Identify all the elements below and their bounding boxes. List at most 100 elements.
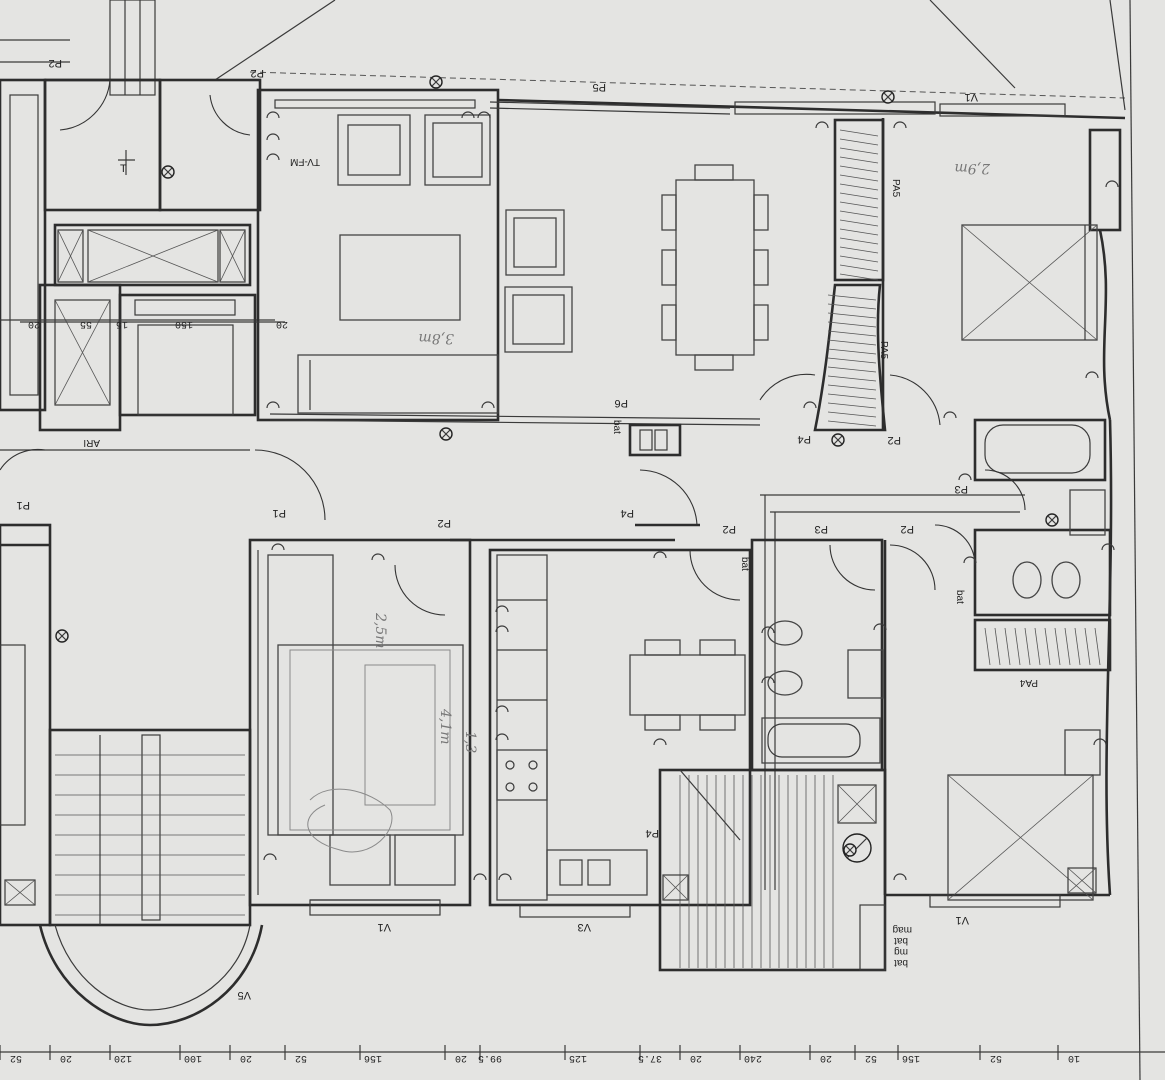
handwritten-topright-area: 2,9m [954,160,991,176]
outlet-icon [266,401,280,409]
label-p5: P5 [593,81,606,93]
outlet-icon [958,473,972,481]
outlet-icon [803,401,817,409]
wardrobe-hatch [839,192,879,200]
wardrobe-hatch [839,210,879,218]
label-p2-topleft: P2 [49,57,62,69]
wardrobe-hatch [839,183,879,191]
label-p2-top: P2 [251,67,264,79]
outlet-icon [498,873,512,881]
dimension-value: 52 [865,1052,877,1063]
outlet-icon [473,873,487,881]
label-p4-stair: P4 [646,827,659,839]
dimension-value: 20 [240,1052,252,1063]
wardrobe-hatch [839,219,879,227]
wardrobe-hatch [1094,627,1101,666]
outlet-icon [873,623,887,631]
wardrobe-hatch [1014,627,1021,666]
dimension-value: 20 [60,1052,72,1063]
outlet-icon [1105,180,1119,188]
label-ari: ARI [83,437,100,448]
label-bat-3: bat [954,590,965,604]
light-point-icon [55,629,69,643]
dimension-value: 20 [820,1052,832,1063]
dim-upper-2: 55 [80,318,92,329]
dimension-row-upper: 20 55 15 150 20 [20,318,288,329]
light-point-icon [429,75,443,89]
outlet-icon [761,676,775,684]
outlet-icon [495,705,509,713]
label-p2-bath2: P2 [901,523,914,535]
wardrobe-hatch [1044,627,1051,666]
dimension-value: 10 [1068,1052,1080,1063]
bathrooms [750,418,1112,772]
dimension-value: 240 [744,1052,762,1063]
outlet-icon [477,111,491,119]
electrical-symbols [55,75,1119,881]
outlet-icon [893,873,907,881]
handwritten-room-depth: 4,1m [437,708,453,745]
label-p2-hall: P2 [438,517,451,529]
handwritten-dim-note: 1,3 [462,731,478,753]
wardrobe-hatch [839,138,879,146]
wardrobe-hatch [827,348,877,355]
light-point-icon [831,433,845,447]
kitchen [488,548,752,918]
outlet-icon [761,626,775,634]
label-v1-bottomright: V1 [956,914,969,926]
outlet-icon [653,738,667,746]
center-staircase [658,768,887,972]
roof-lines [0,0,1141,1080]
outlet-icon [1101,543,1115,551]
outlet-icon [263,853,277,861]
wardrobe-hatch [839,228,879,236]
label-bat-stack: bat [894,935,908,946]
wardrobe-hatch [839,201,879,209]
label-v1-top: V1 [965,91,978,103]
wardrobe-hatch [839,129,879,137]
label-t: T [120,163,127,175]
wardrobe-hatch [839,237,879,245]
light-point-icon [1045,513,1059,527]
outlet-icon [495,605,509,613]
label-v3-bottom: V3 [578,921,591,933]
handwritten-living-area: 3,8m [418,330,454,346]
dimension-value: 20 [455,1052,467,1063]
dimension-value: 37.5 [638,1052,662,1063]
light-point-icon [843,843,857,857]
left-core [0,0,326,927]
wardrobe-hatch [827,375,877,382]
wardrobe-hatch [827,321,877,328]
labels: P2 P2 P5 V1 PA5 PA5 P6 P4 P2 P4 P2 P1 P1… [17,57,1038,1001]
dimension-value: 99.5 [478,1052,502,1063]
wardrobe-hatch [1074,627,1081,666]
dimension-value: 156 [364,1052,382,1063]
wardrobe-hatch [827,330,877,337]
wardrobe-hatch [827,357,877,364]
label-bat-1: bat [611,420,622,434]
wardrobe-hatch [839,264,879,272]
dimension-value: 52 [10,1052,22,1063]
outlet-icon [943,411,957,419]
label-v5: V5 [238,989,251,1001]
dimension-value: 20 [690,1052,702,1063]
outlet-icon [495,625,509,633]
wardrobe-hatch [839,174,879,182]
wardrobe-hatch [839,165,879,173]
wardrobe-hatch [827,384,877,391]
outlet-icon [371,553,385,561]
outlet-icon [266,153,280,161]
outlet-icon [266,133,280,141]
outlet-icon [271,543,285,551]
wardrobe-hatch [1034,627,1041,666]
wardrobe-hatch [994,627,1001,666]
wardrobe-hatch [839,246,879,254]
wardrobe-hatch [827,366,877,373]
label-p4-mid: P4 [798,433,811,445]
left-staircase [38,728,264,1027]
dim-upper-4: 150 [175,318,193,329]
wardrobe-hatch [1004,627,1011,666]
label-p1-left: P1 [17,499,30,511]
label-p6: P6 [615,397,628,409]
